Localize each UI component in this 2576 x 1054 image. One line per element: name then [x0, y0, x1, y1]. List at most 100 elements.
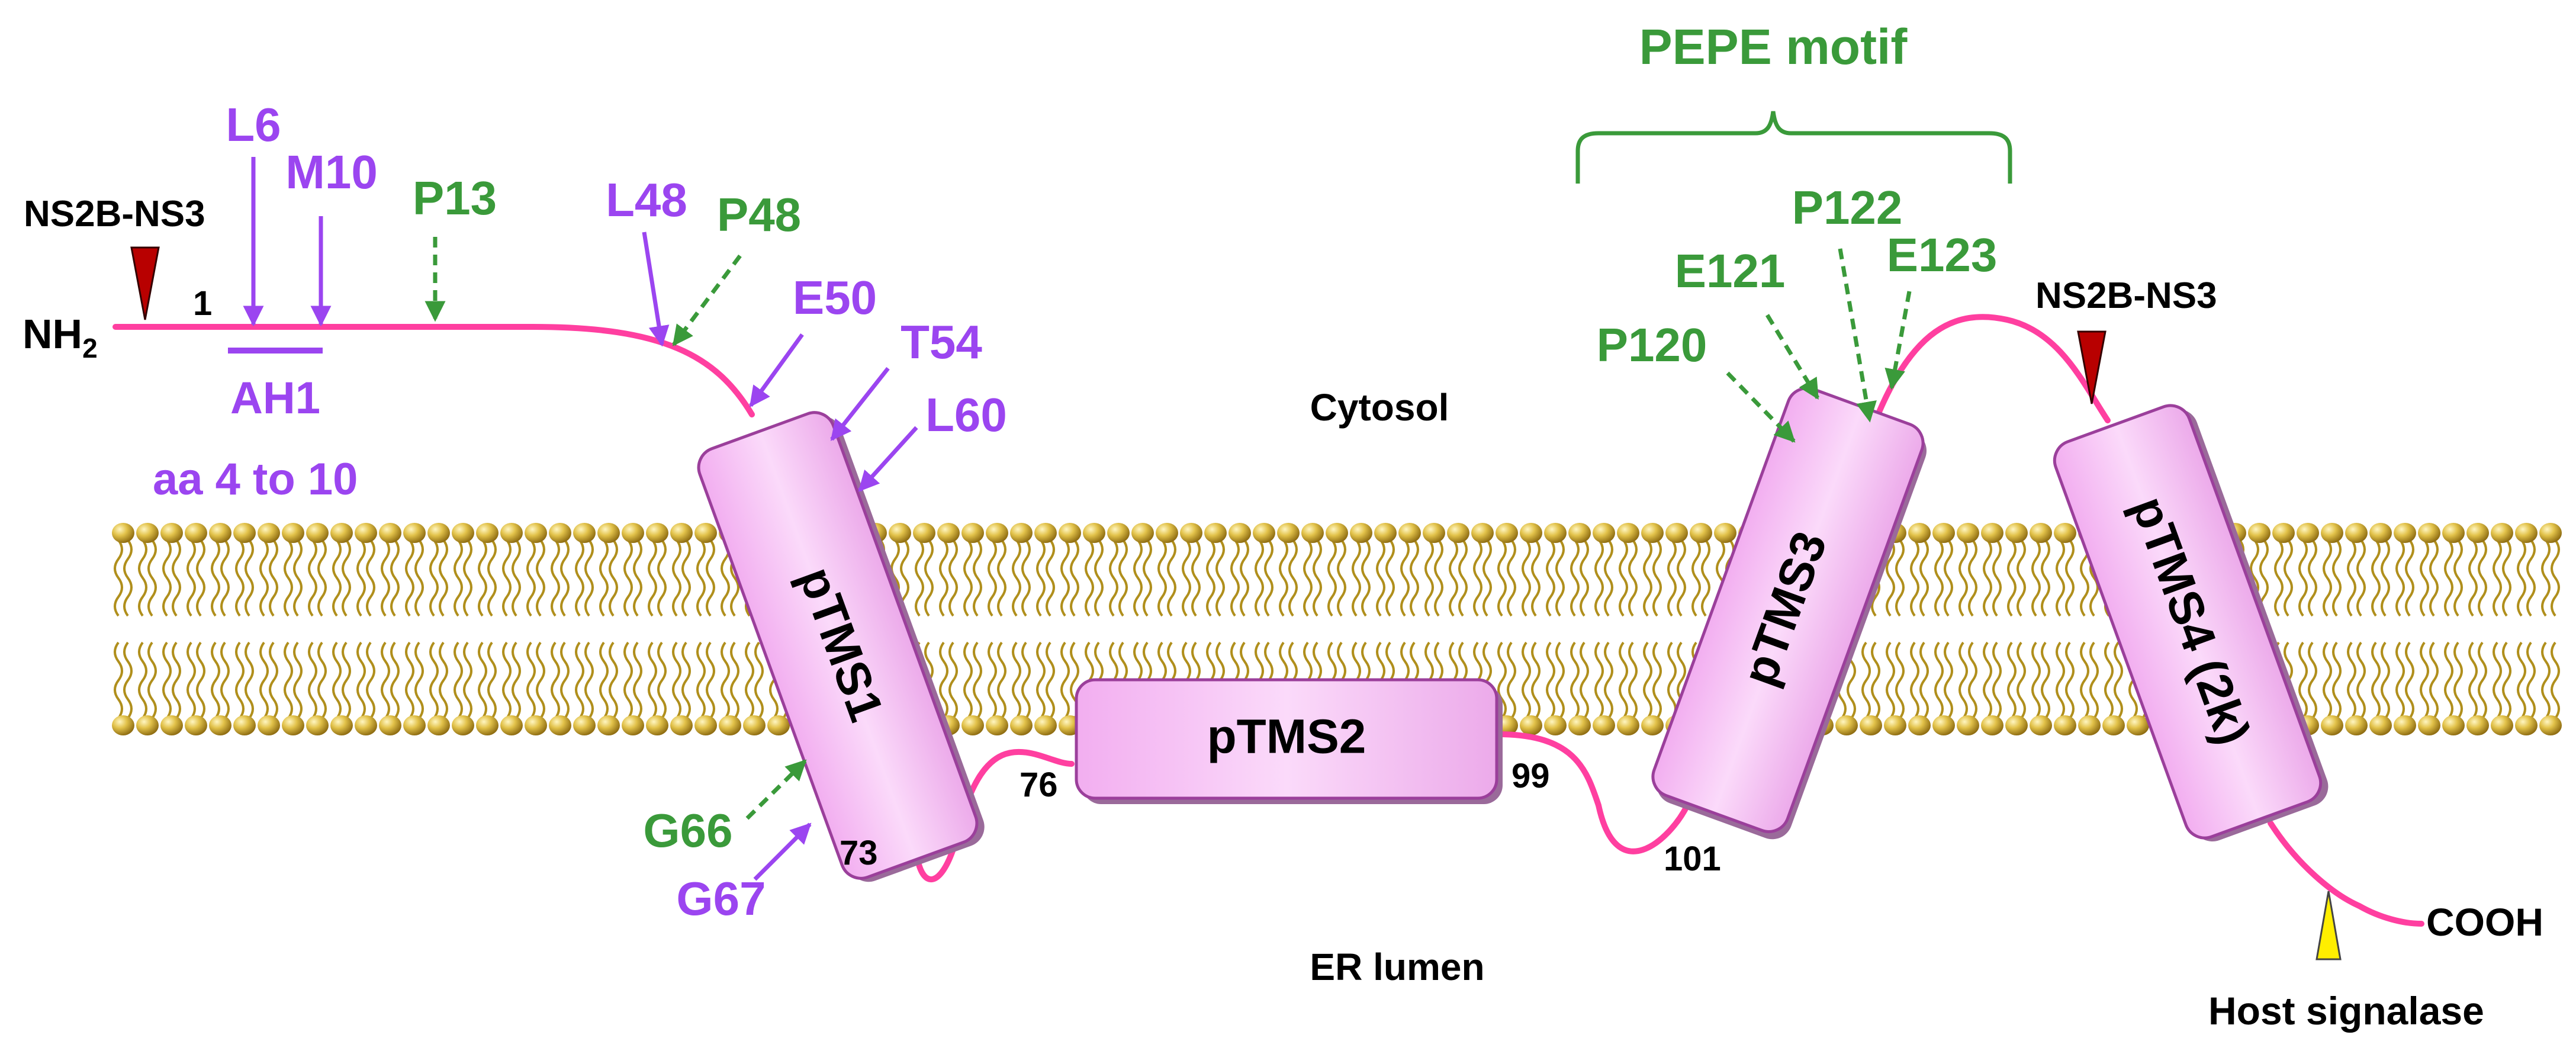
- lipid-head: [2369, 523, 2392, 543]
- lipid-tail: [2356, 539, 2366, 617]
- lipid-tail: [414, 641, 424, 719]
- lipid-head: [961, 523, 984, 543]
- lipid-tail: [948, 539, 958, 617]
- nh2-label: NH2: [22, 311, 98, 364]
- lipid-tail: [1522, 641, 1531, 719]
- lipid-head: [1981, 523, 2003, 543]
- lipid-tail: [1546, 641, 1555, 719]
- lipid-tail: [172, 539, 181, 617]
- residue-M10: M10: [285, 146, 378, 198]
- lipid-head: [1908, 715, 1931, 735]
- lipid-tail: [186, 539, 196, 617]
- lipid-tail: [2468, 641, 2478, 719]
- lipid-head: [670, 715, 693, 735]
- lipid-tail: [633, 641, 642, 719]
- cleavage-triangle-right-icon: [2077, 330, 2107, 404]
- lipid-tail: [1434, 539, 1443, 617]
- lipid-tail: [745, 641, 754, 719]
- lipid-head: [1544, 523, 1567, 543]
- lipid-tail: [1458, 539, 1468, 617]
- lipid-head: [694, 715, 717, 735]
- ns2b-ns3-cleavage-right: NS2B-NS3: [2035, 275, 2217, 404]
- arrow-E50: [749, 333, 804, 407]
- lipid-tail: [1133, 539, 1143, 617]
- lipid-head: [2054, 523, 2076, 543]
- lipid-tail: [220, 641, 230, 719]
- lipid-head: [136, 523, 159, 543]
- lipid-tail: [2017, 539, 2026, 617]
- lipid-tail: [1594, 539, 1604, 617]
- lipid-head: [986, 715, 1008, 735]
- lipid-tail: [1424, 539, 1434, 617]
- lipid-head: [1568, 715, 1591, 735]
- lipid-head: [452, 523, 474, 543]
- lipid-head: [743, 715, 766, 735]
- lipid-head: [2466, 715, 2489, 735]
- residue-L60: L60: [925, 388, 1007, 441]
- lipid-tail: [706, 641, 715, 719]
- cleavage-triangle-left-icon: [130, 246, 160, 320]
- lipid-head: [282, 523, 304, 543]
- lipid-tail: [1352, 539, 1361, 617]
- lipid-tail: [2356, 641, 2366, 719]
- lipid-head: [427, 715, 450, 735]
- lipid-tail: [2284, 539, 2293, 617]
- lipid-tail: [2493, 641, 2502, 719]
- residue-T54: T54: [901, 316, 982, 368]
- lipid-tail: [1531, 641, 1541, 719]
- lipid-tail: [1497, 641, 1507, 719]
- lipid-tail: [575, 539, 584, 617]
- lipid-tail: [1046, 539, 1055, 617]
- lipid-tail: [1157, 539, 1167, 617]
- lipid-head: [185, 715, 207, 735]
- lipid-tail: [502, 641, 512, 719]
- lipid-tail: [463, 539, 472, 617]
- lipid-head: [500, 523, 523, 543]
- lipid-tail: [1580, 539, 1589, 617]
- arrow-L60: [858, 426, 918, 492]
- lipid-head: [2005, 523, 2028, 543]
- ah1-range-label: aa 4 to 10: [153, 454, 358, 504]
- lipid-tail: [2444, 641, 2453, 719]
- lipid-tail: [560, 539, 570, 617]
- lipid-head: [233, 715, 256, 735]
- lipid-head: [2102, 715, 2125, 735]
- lipid-tail: [988, 539, 997, 617]
- position-99: 99: [1511, 757, 1550, 795]
- lipid-tail: [259, 641, 269, 719]
- lipid-tail: [2493, 539, 2502, 617]
- lipid-head: [767, 715, 790, 735]
- lipid-tail: [269, 641, 278, 719]
- lipid-tail: [2347, 641, 2356, 719]
- lipid-tail: [2453, 539, 2463, 617]
- lipid-tail: [366, 641, 375, 719]
- lipid-head: [1957, 523, 1979, 543]
- lipid-tail: [584, 539, 594, 617]
- lipid-tail: [1910, 539, 1919, 617]
- lipid-tail: [1497, 539, 1507, 617]
- lipid-tail: [1919, 641, 1929, 719]
- lipid-tail: [988, 641, 997, 719]
- lipid-head: [646, 523, 668, 543]
- lipid-head: [500, 715, 523, 735]
- lipid-tail: [2065, 539, 2075, 617]
- lipid-head: [1568, 523, 1591, 543]
- ns2b-ns3-left-label: NS2B-NS3: [24, 194, 205, 234]
- lipid-head: [1471, 523, 1494, 543]
- lipid-tail: [1182, 539, 1191, 617]
- lipid-tail: [721, 641, 730, 719]
- lipid-head: [1010, 523, 1033, 543]
- lipid-tail: [1604, 539, 1613, 617]
- lipid-head: [889, 523, 911, 543]
- lipid-tail: [1060, 641, 1070, 719]
- lipid-head: [1714, 523, 1736, 543]
- lipid-tail: [2041, 539, 2050, 617]
- lipid-tail: [633, 539, 642, 617]
- lipid-tail: [939, 539, 948, 617]
- lipid-tail: [973, 539, 982, 617]
- lipid-tail: [1021, 539, 1031, 617]
- lipid-tail: [390, 641, 400, 719]
- lipid-head: [1180, 523, 1202, 543]
- lipid-tail: [2007, 539, 2017, 617]
